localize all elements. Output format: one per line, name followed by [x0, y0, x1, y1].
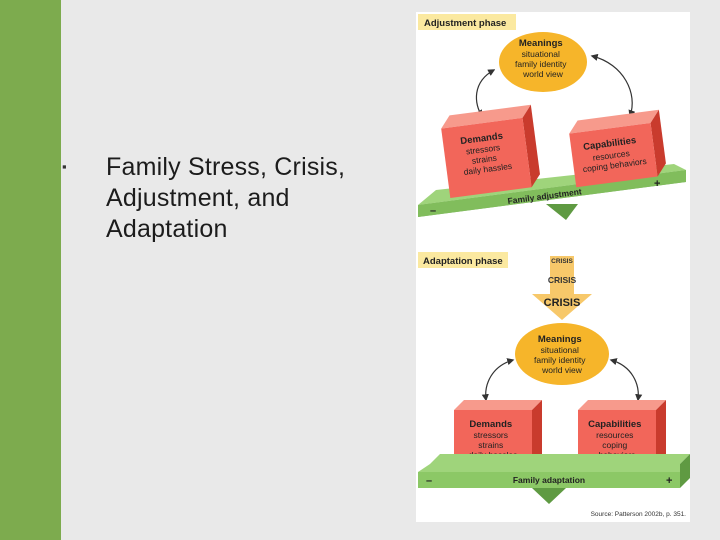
adjustment-meanings-line: world view: [522, 69, 564, 79]
adjustment-meanings-text: Meanings situational family identity wor…: [515, 33, 571, 79]
adaptation-demands-line: stressors: [474, 430, 508, 440]
crisis-arrow: [532, 256, 592, 320]
adjustment-plus: +: [654, 178, 660, 190]
adaptation-demands-text: Demands stressors strains daily hassles: [469, 414, 518, 460]
adjustment-phase: Adjustment phase Meanings situational fa…: [418, 14, 686, 220]
bullet-item: ▪ Family Stress, Crisis, Adjustment, and…: [62, 152, 392, 245]
adaptation-minus: –: [426, 475, 432, 487]
adjustment-demands-line: strains: [471, 153, 497, 166]
adaptation-capabilities-line: coping: [602, 440, 627, 450]
crisis-label-large: CRISIS: [544, 297, 581, 309]
adaptation-phase-label-bg: [418, 252, 508, 268]
adaptation-plank-top: [430, 454, 690, 464]
adaptation-plus: +: [666, 475, 672, 487]
adaptation-meanings-line: world view: [541, 365, 583, 375]
adaptation-plank-front: [418, 472, 680, 488]
adjustment-capabilities-side: [650, 109, 666, 177]
adaptation-right-arrow: [609, 358, 643, 402]
slide-sidebar: [0, 0, 61, 540]
adaptation-capabilities-top: [578, 400, 666, 410]
adaptation-phase: Adaptation phase CRISIS CRISIS CRISIS Me…: [418, 252, 690, 518]
bullet-text: Family Stress, Crisis, Adjustment, and A…: [106, 153, 346, 243]
adaptation-meanings-line: family identity: [534, 355, 586, 365]
adjustment-minus: –: [430, 205, 436, 217]
adjustment-demands-box: Demands stressors strains daily hassles: [441, 104, 540, 199]
adjustment-meanings-oval: [499, 32, 587, 92]
adjustment-meanings-title: Meanings: [519, 38, 563, 49]
adjustment-capabilities-front: [569, 122, 658, 188]
adaptation-demands-line: strains: [478, 440, 503, 450]
family-stress-figure: Adjustment phase Meanings situational fa…: [416, 12, 690, 522]
adaptation-left-arrow: [481, 358, 515, 402]
adjustment-right-arrow: [590, 53, 636, 118]
adjustment-meanings-line: situational: [522, 49, 560, 59]
adjustment-demands-side: [522, 104, 540, 188]
adaptation-demands-top: [454, 400, 542, 410]
adaptation-meanings-text: Meanings situational family identity wor…: [534, 329, 590, 375]
adaptation-plank-side: [680, 454, 690, 488]
adaptation-meanings-line: situational: [541, 345, 579, 355]
adaptation-phase-label: Adaptation phase: [423, 256, 503, 267]
adjustment-capabilities-line: resources: [592, 148, 630, 163]
adjustment-capabilities-box: Capabilities resources coping behaviors: [569, 109, 666, 188]
adaptation-demands-title: Demands: [469, 419, 512, 430]
figure-svg: Adjustment phase Meanings situational fa…: [418, 14, 690, 518]
adaptation-plank-label: Family adaptation: [513, 475, 585, 485]
adjustment-fulcrum: [546, 204, 578, 220]
adjustment-left-arrow: [475, 69, 496, 118]
adjustment-plank-front: [418, 170, 686, 217]
adjustment-capabilities-top: [569, 109, 659, 134]
adjustment-phase-label-bg: [418, 14, 516, 30]
adaptation-capabilities-title: Capabilities: [588, 419, 641, 430]
figure-source-credit: Source: Patterson 2002b, p. 351.: [591, 511, 687, 518]
adjustment-phase-label: Adjustment phase: [424, 18, 506, 29]
crisis-label-small: CRISIS: [551, 258, 573, 265]
adaptation-meanings-title: Meanings: [538, 334, 582, 345]
adaptation-plank-bevel: [418, 464, 680, 472]
adaptation-fulcrum: [532, 488, 566, 504]
adjustment-demands-front: [441, 117, 532, 199]
adjustment-demands-line: stressors: [465, 142, 500, 156]
adjustment-meanings-line: family identity: [515, 59, 567, 69]
adaptation-meanings-oval: [515, 323, 609, 385]
adaptation-capabilities-line: resources: [596, 430, 633, 440]
adjustment-demands-top: [441, 104, 531, 129]
bullet-marker: ▪: [62, 159, 67, 174]
bullet-list: ▪ Family Stress, Crisis, Adjustment, and…: [62, 152, 392, 245]
crisis-label-medium: CRISIS: [548, 275, 577, 285]
